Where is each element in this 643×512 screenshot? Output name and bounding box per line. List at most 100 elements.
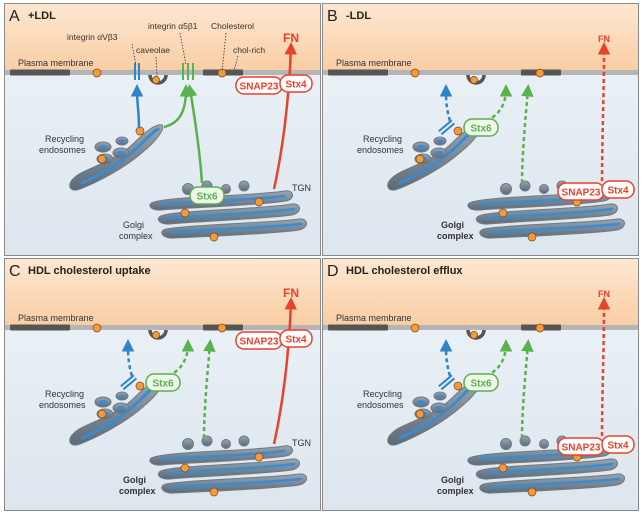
snap23-label: SNAP23 bbox=[240, 82, 279, 93]
plasma-membrane bbox=[5, 70, 320, 75]
fn-label: FN bbox=[598, 289, 610, 299]
membrane-label: Plasma membrane bbox=[18, 58, 94, 68]
recycling-label-1: Recycling bbox=[363, 389, 402, 399]
extracellular-region bbox=[323, 259, 638, 327]
red-secretion-arrow bbox=[272, 42, 297, 190]
golgi-label-2: complex bbox=[119, 231, 153, 241]
callout-cholesterol: Cholesterol bbox=[211, 21, 254, 31]
callout-chol-rich: chol-rich bbox=[233, 45, 265, 55]
panel-letter: A bbox=[9, 8, 20, 25]
snap23-label: SNAP23 bbox=[562, 443, 601, 454]
panel-title: HDL cholesterol efflux bbox=[346, 265, 463, 277]
green-golgi-arrow bbox=[185, 84, 204, 184]
blue-trafficking-arrow bbox=[121, 339, 135, 377]
golgi-label-2: complex bbox=[119, 486, 156, 496]
recycling-label-2: endosomes bbox=[357, 145, 404, 155]
stx6-complex: Stx6 bbox=[189, 186, 225, 205]
cholesterol-dot bbox=[535, 323, 545, 333]
stx4-label: Stx4 bbox=[607, 186, 629, 197]
membrane-label: Plasma membrane bbox=[336, 313, 412, 323]
golgi-complex bbox=[149, 435, 307, 497]
panel-a: Plasma membrane A +LDL Recycling endosom… bbox=[4, 3, 321, 256]
panel-letter: C bbox=[9, 263, 21, 280]
callout-caveolae: caveolae bbox=[136, 45, 170, 55]
golgi-label-1: Golgi bbox=[441, 475, 464, 485]
cholesterol-raft-left bbox=[328, 69, 388, 76]
stx6-complex: Stx6 bbox=[463, 118, 499, 137]
panel-grid: Plasma membrane A +LDL Recycling endosom… bbox=[4, 3, 639, 511]
panel-title: HDL cholesterol uptake bbox=[28, 265, 151, 277]
snap23-label: SNAP23 bbox=[562, 188, 601, 199]
membrane-label: Plasma membrane bbox=[336, 58, 412, 68]
panel-c: Plasma membrane C HDL cholesterol uptake… bbox=[4, 258, 321, 511]
cholesterol-dot bbox=[470, 331, 478, 339]
plasma-membrane bbox=[5, 325, 320, 330]
recycling-label-2: endosomes bbox=[357, 400, 404, 410]
recycling-label-1: Recycling bbox=[45, 134, 84, 144]
integrin-avb3 bbox=[120, 374, 138, 391]
panel-letter: B bbox=[327, 8, 338, 25]
stx4-label: Stx4 bbox=[285, 80, 307, 91]
recycling-label-2: endosomes bbox=[39, 145, 86, 155]
snap23-stx4-complex: SNAP23 Stx4 bbox=[235, 329, 313, 350]
callout-integrin-avb3: integrin αVβ3 bbox=[67, 32, 118, 42]
panel-b: Plasma membrane B -LDL Recycling endosom… bbox=[322, 3, 639, 256]
stx6-label: Stx6 bbox=[470, 379, 492, 390]
blue-trafficking-arrow bbox=[439, 84, 453, 122]
plasma-membrane bbox=[323, 325, 638, 330]
recycling-label-1: Recycling bbox=[363, 134, 402, 144]
green-golgi-arrow bbox=[520, 84, 534, 184]
recycling-label-2: endosomes bbox=[39, 400, 86, 410]
stx4-label: Stx4 bbox=[607, 441, 629, 452]
blue-trafficking-arrow bbox=[439, 339, 453, 377]
golgi-label-1: Golgi bbox=[441, 220, 464, 230]
panel-title: +LDL bbox=[28, 10, 56, 22]
cholesterol-dot bbox=[470, 76, 478, 84]
cholesterol-dot bbox=[410, 68, 420, 78]
tgn-label: TGN bbox=[292, 183, 311, 193]
stx6-complex: Stx6 bbox=[145, 373, 181, 392]
golgi-label-1: Golgi bbox=[123, 220, 144, 230]
snap23-stx4-complex: SNAP23 Stx4 bbox=[557, 180, 635, 201]
golgi-label-2: complex bbox=[437, 231, 474, 241]
membrane-label: Plasma membrane bbox=[18, 313, 94, 323]
fn-label: FN bbox=[283, 31, 299, 45]
extracellular-region bbox=[5, 4, 320, 72]
stx4-label: Stx4 bbox=[285, 335, 307, 346]
cholesterol-dot bbox=[92, 68, 102, 78]
snap23-label: SNAP23 bbox=[240, 337, 279, 348]
stx6-label: Stx6 bbox=[470, 124, 492, 135]
red-secretion-arrow bbox=[597, 42, 611, 182]
integrin-avb3 bbox=[438, 119, 456, 136]
stx6-label: Stx6 bbox=[152, 379, 174, 390]
stx6-complex: Stx6 bbox=[463, 373, 499, 392]
green-golgi-arrow bbox=[202, 339, 216, 439]
green-golgi-arrow bbox=[520, 339, 534, 439]
integrin-avb3 bbox=[134, 63, 140, 80]
fn-label: FN bbox=[283, 286, 299, 300]
integrin-a5b1 bbox=[182, 63, 194, 80]
tgn-label: TGN bbox=[292, 438, 311, 448]
integrin-avb3 bbox=[438, 374, 456, 391]
callouts: integrin αVβ3 caveolae integrin α5β1 Cho… bbox=[67, 21, 265, 77]
red-secretion-arrow bbox=[272, 297, 297, 445]
snap23-stx4-complex: SNAP23 Stx4 bbox=[557, 435, 635, 456]
plasma-membrane bbox=[323, 70, 638, 75]
recycling-label-1: Recycling bbox=[45, 389, 84, 399]
cholesterol-raft-left bbox=[10, 69, 70, 76]
golgi-label-2: complex bbox=[437, 486, 474, 496]
extracellular-region bbox=[5, 259, 320, 327]
cholesterol-dot bbox=[217, 323, 227, 333]
recycling-endosomes bbox=[69, 124, 164, 191]
callout-integrin-a5b1: integrin α5β1 bbox=[148, 21, 198, 31]
cholesterol-raft-left bbox=[328, 324, 388, 331]
red-secretion-arrow bbox=[597, 297, 611, 437]
cholesterol-dot bbox=[410, 323, 420, 333]
stx6-label: Stx6 bbox=[196, 192, 218, 203]
extracellular-region bbox=[323, 4, 638, 72]
cholesterol-dot bbox=[152, 331, 160, 339]
cholesterol-dot bbox=[535, 68, 545, 78]
fn-label: FN bbox=[598, 34, 610, 44]
golgi-label-1: Golgi bbox=[123, 475, 146, 485]
snap23-stx4-complex: SNAP23 Stx4 bbox=[235, 74, 313, 95]
